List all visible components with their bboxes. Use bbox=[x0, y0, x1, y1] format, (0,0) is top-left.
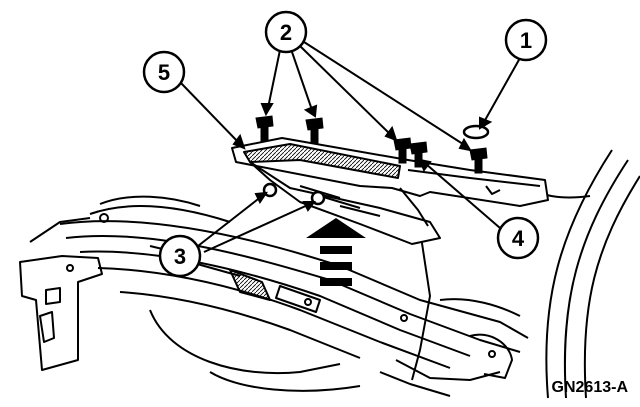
callout-1: 1 bbox=[504, 18, 548, 62]
screw-b bbox=[305, 117, 324, 144]
svg-text:4: 4 bbox=[512, 226, 525, 251]
screw-d bbox=[469, 147, 488, 174]
svg-text:5: 5 bbox=[158, 60, 170, 85]
callout-3: 3 bbox=[158, 234, 202, 278]
figure-code: GN2613-A bbox=[552, 379, 629, 396]
screw-a bbox=[255, 115, 274, 142]
callout-2: 2 bbox=[264, 10, 308, 54]
screw-set bbox=[255, 115, 488, 174]
a-pillar bbox=[519, 149, 640, 399]
leader-lines bbox=[179, 41, 521, 253]
svg-text:1: 1 bbox=[520, 28, 532, 53]
svg-text:2: 2 bbox=[280, 20, 292, 45]
cowl-body-assembly bbox=[19, 195, 529, 397]
svg-text:3: 3 bbox=[174, 244, 186, 269]
washer bbox=[462, 124, 490, 140]
callout-4: 4 bbox=[496, 216, 540, 260]
callout-5: 5 bbox=[142, 50, 186, 94]
upward-arrow-icon bbox=[306, 218, 366, 286]
cowl-grille-panel bbox=[231, 137, 549, 245]
screw-e bbox=[409, 141, 428, 168]
